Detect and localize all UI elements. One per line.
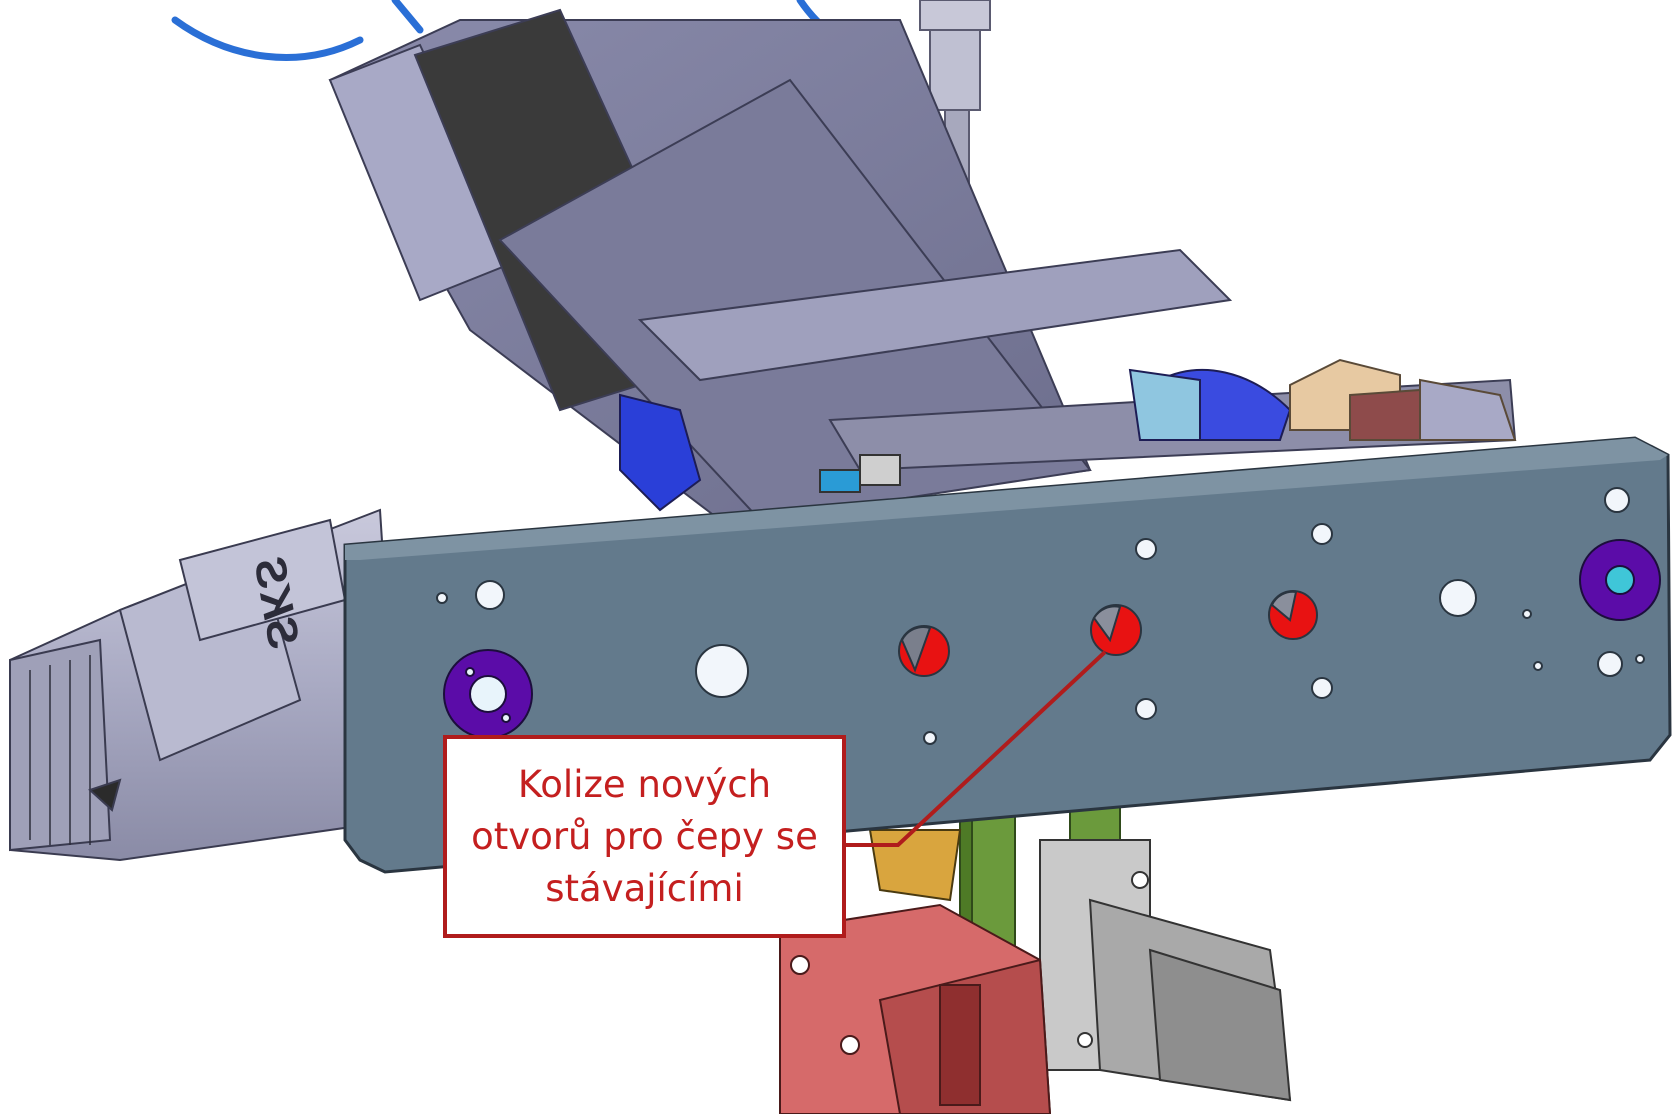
callout-leader-line bbox=[846, 650, 1107, 847]
bushing-right bbox=[1579, 539, 1661, 621]
fitting bbox=[819, 454, 901, 493]
plate-holes bbox=[436, 487, 1645, 745]
collision-callout-box: Kolize nových otvorů pro čepy se stávají… bbox=[443, 735, 846, 938]
slide-housing bbox=[328, 8, 1517, 522]
callout-line-1: Kolize nových bbox=[517, 762, 772, 806]
callout-line-2: otvorů pro čepy se bbox=[471, 814, 818, 858]
grey-cylinder bbox=[1039, 839, 1292, 1102]
mounting-plate bbox=[343, 436, 1672, 874]
tan-bracket bbox=[1289, 358, 1517, 441]
bushing-left bbox=[443, 649, 533, 739]
welding-gun bbox=[9, 508, 402, 862]
collision-hole-marker bbox=[898, 590, 1318, 677]
red-block bbox=[779, 903, 1052, 1114]
callout-line-3: stávajícími bbox=[545, 866, 744, 910]
gold-part bbox=[868, 829, 962, 902]
